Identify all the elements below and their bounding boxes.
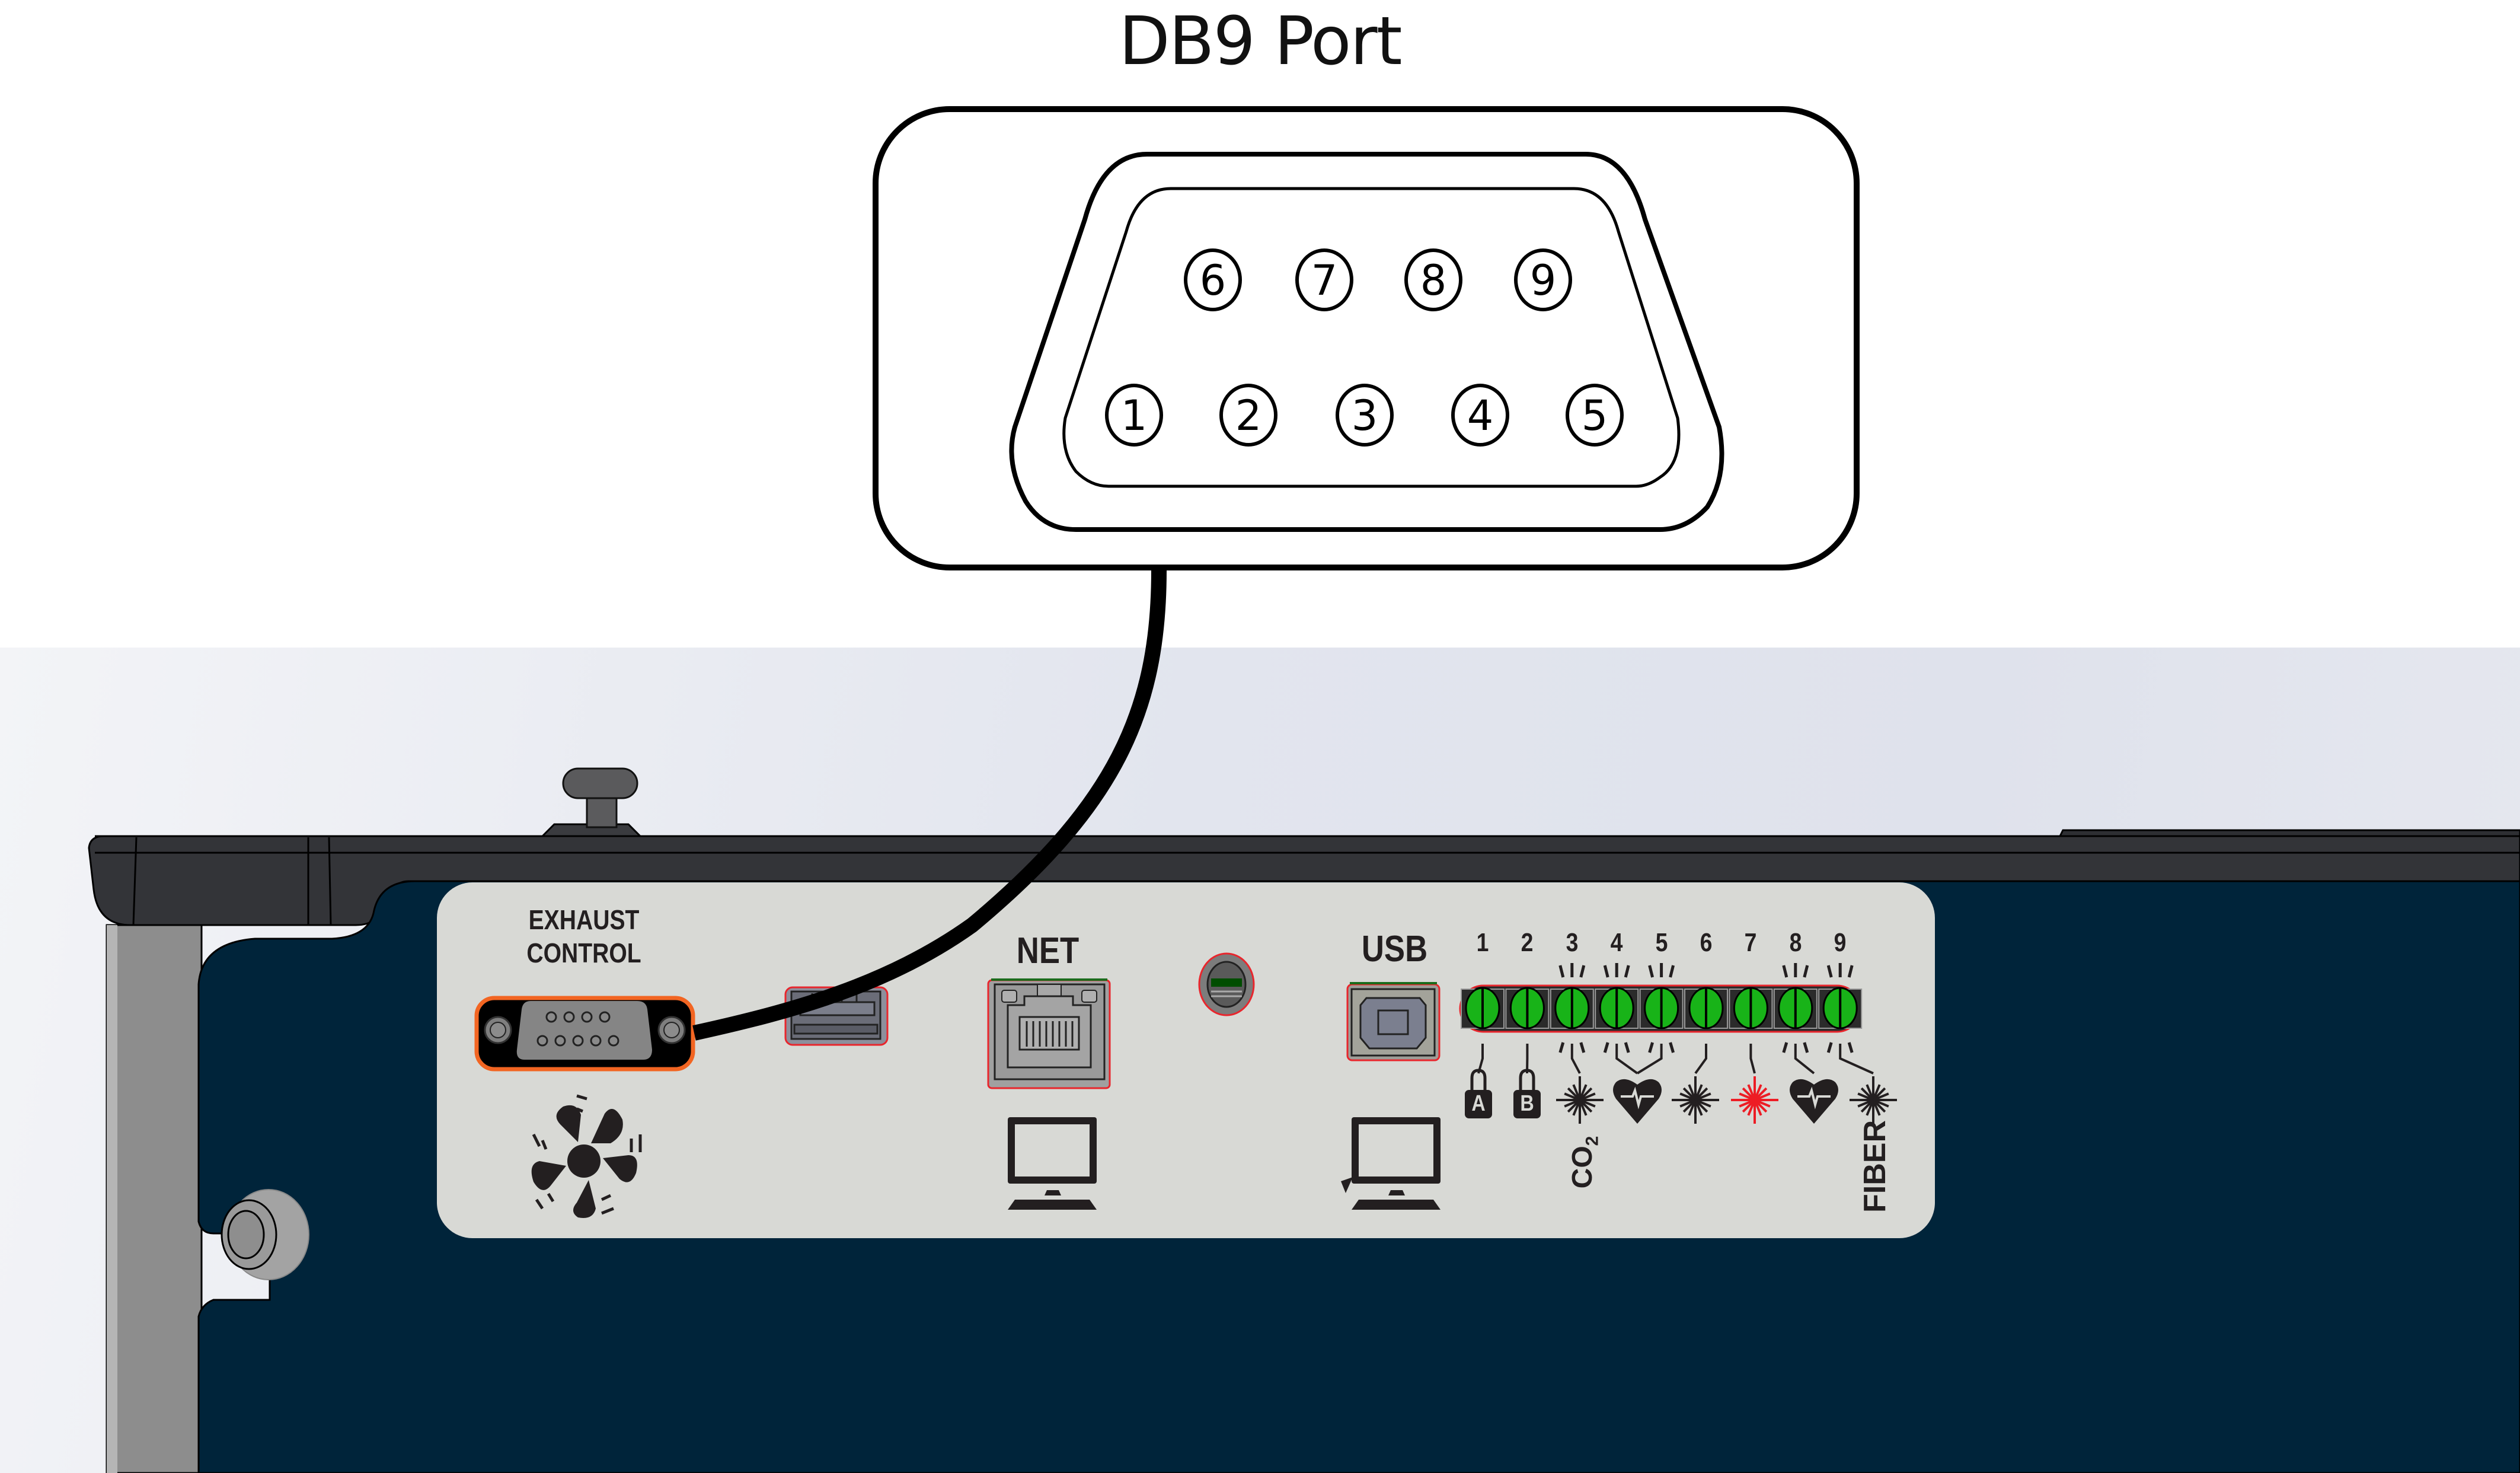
usb-b-port[interactable] <box>1346 982 1441 1061</box>
indicator-light <box>1198 952 1255 1016</box>
callout-cable <box>692 570 1167 1041</box>
pin-circle <box>1514 248 1572 311</box>
db9-pin-4: 4 <box>1451 384 1509 447</box>
led-2 <box>1505 987 1550 1029</box>
db9-pin-7: 7 <box>1295 248 1353 311</box>
led-number-label: 3 <box>1566 928 1579 957</box>
pin-circle <box>1336 384 1394 447</box>
pin-circle <box>1219 384 1277 447</box>
net-label: NET <box>1016 930 1079 971</box>
side-frame <box>106 924 203 1473</box>
side-screw-icon <box>221 1189 309 1280</box>
pin-circle <box>1404 248 1462 311</box>
led-number-label: 6 <box>1700 928 1713 957</box>
heartbeat-icon <box>1613 1079 1662 1124</box>
usb-label: USB <box>1361 929 1428 970</box>
laser-fault-icon <box>1731 1076 1778 1124</box>
led-7 <box>1729 987 1773 1029</box>
pin-number: 9 <box>1530 256 1557 305</box>
diagram-title: DB9 Port <box>1119 3 1403 80</box>
lock-b-letter: B <box>1520 1091 1534 1116</box>
exhaust-label-line2: CONTROL <box>526 938 641 968</box>
led-1 <box>1461 987 1505 1029</box>
led-number-label: 7 <box>1744 928 1757 957</box>
computer-cursor-icon <box>1341 1117 1441 1210</box>
led-number-label: 4 <box>1610 928 1623 957</box>
pin-circle <box>1451 384 1509 447</box>
computer-icon <box>1008 1117 1097 1210</box>
db9-pin-1: 1 <box>1105 384 1163 447</box>
pin-circle <box>1105 384 1163 447</box>
db9-pin-3: 3 <box>1336 384 1394 447</box>
pin-number: 4 <box>1467 391 1494 440</box>
db9-pin-2: 2 <box>1219 384 1277 447</box>
led-9 <box>1818 987 1863 1029</box>
db9-pin-9: 9 <box>1514 248 1572 311</box>
pin-number: 6 <box>1200 256 1227 305</box>
top-knob <box>540 767 643 837</box>
led-number-label: 5 <box>1655 928 1668 957</box>
pin-circle <box>1566 384 1624 447</box>
fan-icon <box>531 1094 642 1218</box>
led-leader-lines <box>1477 1044 1874 1075</box>
pin-number: 3 <box>1352 391 1378 440</box>
lock-b-icon <box>1513 1069 1541 1118</box>
pin-number: 1 <box>1121 391 1148 440</box>
led-number-label: 9 <box>1834 928 1847 957</box>
lock-a-letter: A <box>1471 1091 1486 1116</box>
fiber-laser-icon <box>1850 1076 1897 1124</box>
co2-laser-icon <box>1556 1076 1604 1124</box>
heartbeat-icon <box>1790 1079 1838 1124</box>
led-3 <box>1550 987 1594 1029</box>
exhaust-control-db9-connector[interactable] <box>474 996 695 1072</box>
pin-circle <box>1184 248 1242 311</box>
pin-number: 7 <box>1311 256 1338 305</box>
exhaust-label-line1: EXHAUST <box>528 904 640 935</box>
led-number-label: 1 <box>1476 928 1489 957</box>
led-6 <box>1684 987 1728 1029</box>
pin-circle <box>1295 248 1353 311</box>
led-8 <box>1773 987 1818 1029</box>
lock-a-icon <box>1465 1069 1492 1118</box>
led-4 <box>1595 987 1639 1029</box>
pin-number: 2 <box>1235 391 1262 440</box>
led-blink-indicators <box>1558 963 1854 1053</box>
pin-number: 5 <box>1582 391 1608 440</box>
led-number-label: 8 <box>1789 928 1802 957</box>
led-5 <box>1639 987 1684 1029</box>
laser-icon <box>1672 1076 1719 1124</box>
db9-pin-6: 6 <box>1184 248 1242 311</box>
db9-pin-8: 8 <box>1404 248 1462 311</box>
pin-number: 8 <box>1420 256 1447 305</box>
ethernet-port[interactable] <box>987 978 1111 1089</box>
led-number-label: 2 <box>1521 928 1534 957</box>
db9-pin-5: 5 <box>1566 384 1624 447</box>
